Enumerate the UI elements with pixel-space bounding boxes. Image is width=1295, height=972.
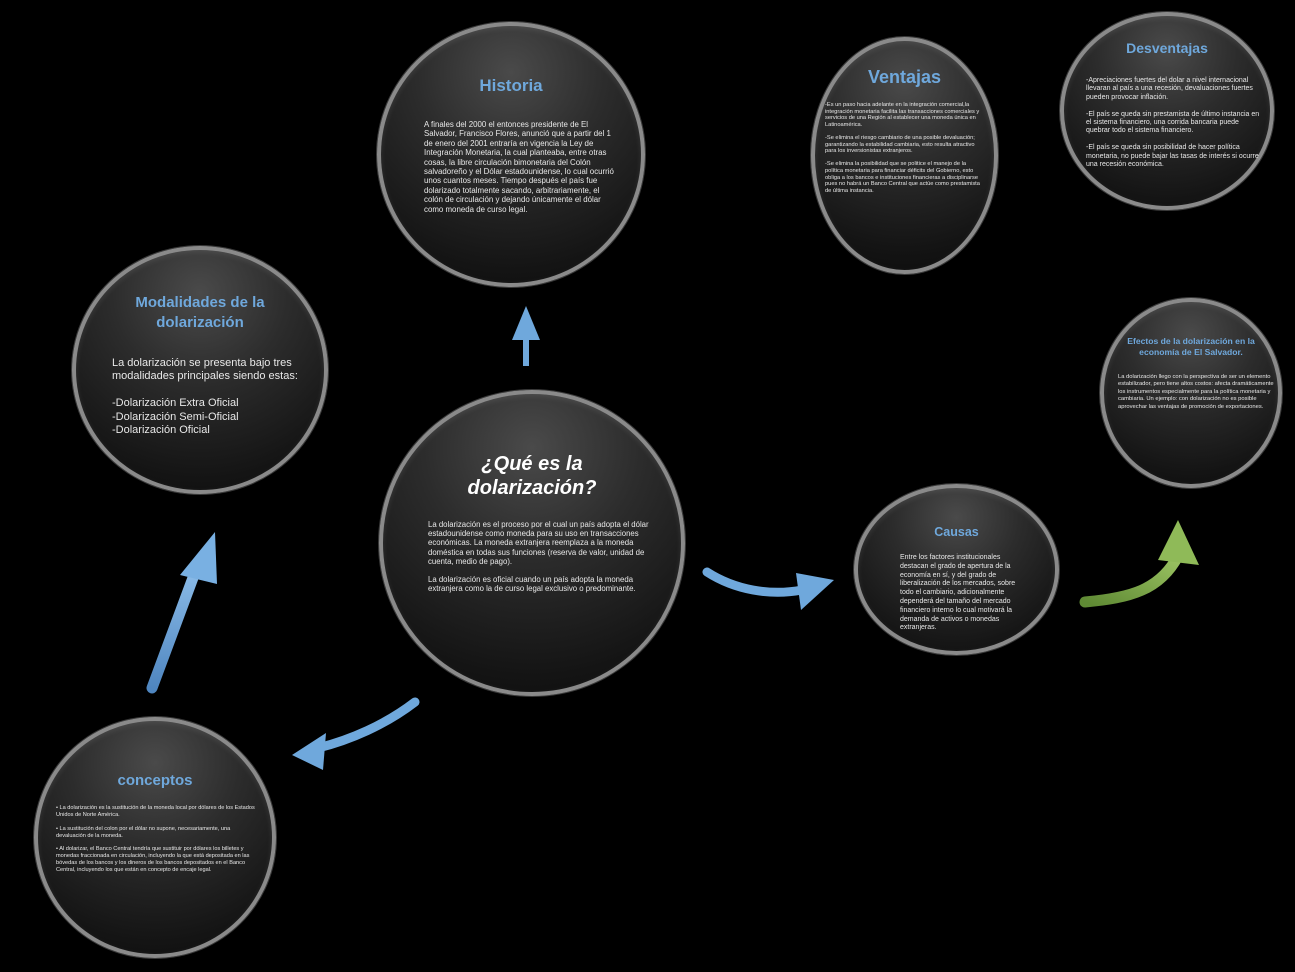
node-body: La dolarización se presenta bajo tres mo… (112, 357, 298, 437)
node-title: ¿Qué es la dolarización? (467, 453, 597, 499)
node-efectos: Efectos de la dolarización en la economí… (1100, 298, 1282, 488)
node-ventajas: Ventajas -Es un paso hacia adelante en l… (811, 37, 998, 274)
node-body: La dolarización llego con la perspectiva… (1118, 374, 1274, 410)
node-modalidades: Modalidades de la dolarización La dolari… (72, 246, 328, 494)
arrow-to-historia (512, 306, 540, 366)
node-conceptos: conceptos • La dolarización es la sustit… (34, 717, 276, 958)
node-body: -Es un paso hacia adelante en la integra… (825, 102, 980, 194)
node-body: Entre los factores institucionales desta… (900, 554, 1016, 632)
node-title: Historia (479, 76, 543, 95)
node-causas: Causas Entre los factores institucionale… (854, 484, 1059, 655)
node-que-es-la-dolarizacion: ¿Qué es la dolarización? La dolarización… (379, 390, 685, 696)
node-title: Causas (934, 525, 979, 539)
node-body: La dolarización es el proceso por el cua… (428, 520, 649, 594)
node-body: A finales del 2000 el entonces president… (424, 120, 614, 214)
arrow-to-efectos (1079, 520, 1199, 608)
arrow-to-causas (702, 567, 834, 610)
node-title: Modalidades de la dolarización (135, 294, 265, 331)
node-body: -Apreciaciones fuertes del dolar a nivel… (1086, 77, 1260, 169)
node-title: Ventajas (867, 67, 942, 87)
node-historia: Historia A finales del 2000 el entonces … (377, 22, 645, 287)
node-title: Desventajas (1126, 40, 1208, 56)
arrow-to-conceptos (292, 697, 420, 770)
node-title: conceptos (117, 772, 193, 789)
node-desventajas: Desventajas -Apreciaciones fuertes del d… (1060, 12, 1274, 210)
node-title: Efectos de la dolarización en la economí… (1127, 336, 1255, 357)
node-body: • La dolarización es la sustitución de l… (56, 805, 255, 874)
arrow-to-modalidades (146, 532, 217, 694)
